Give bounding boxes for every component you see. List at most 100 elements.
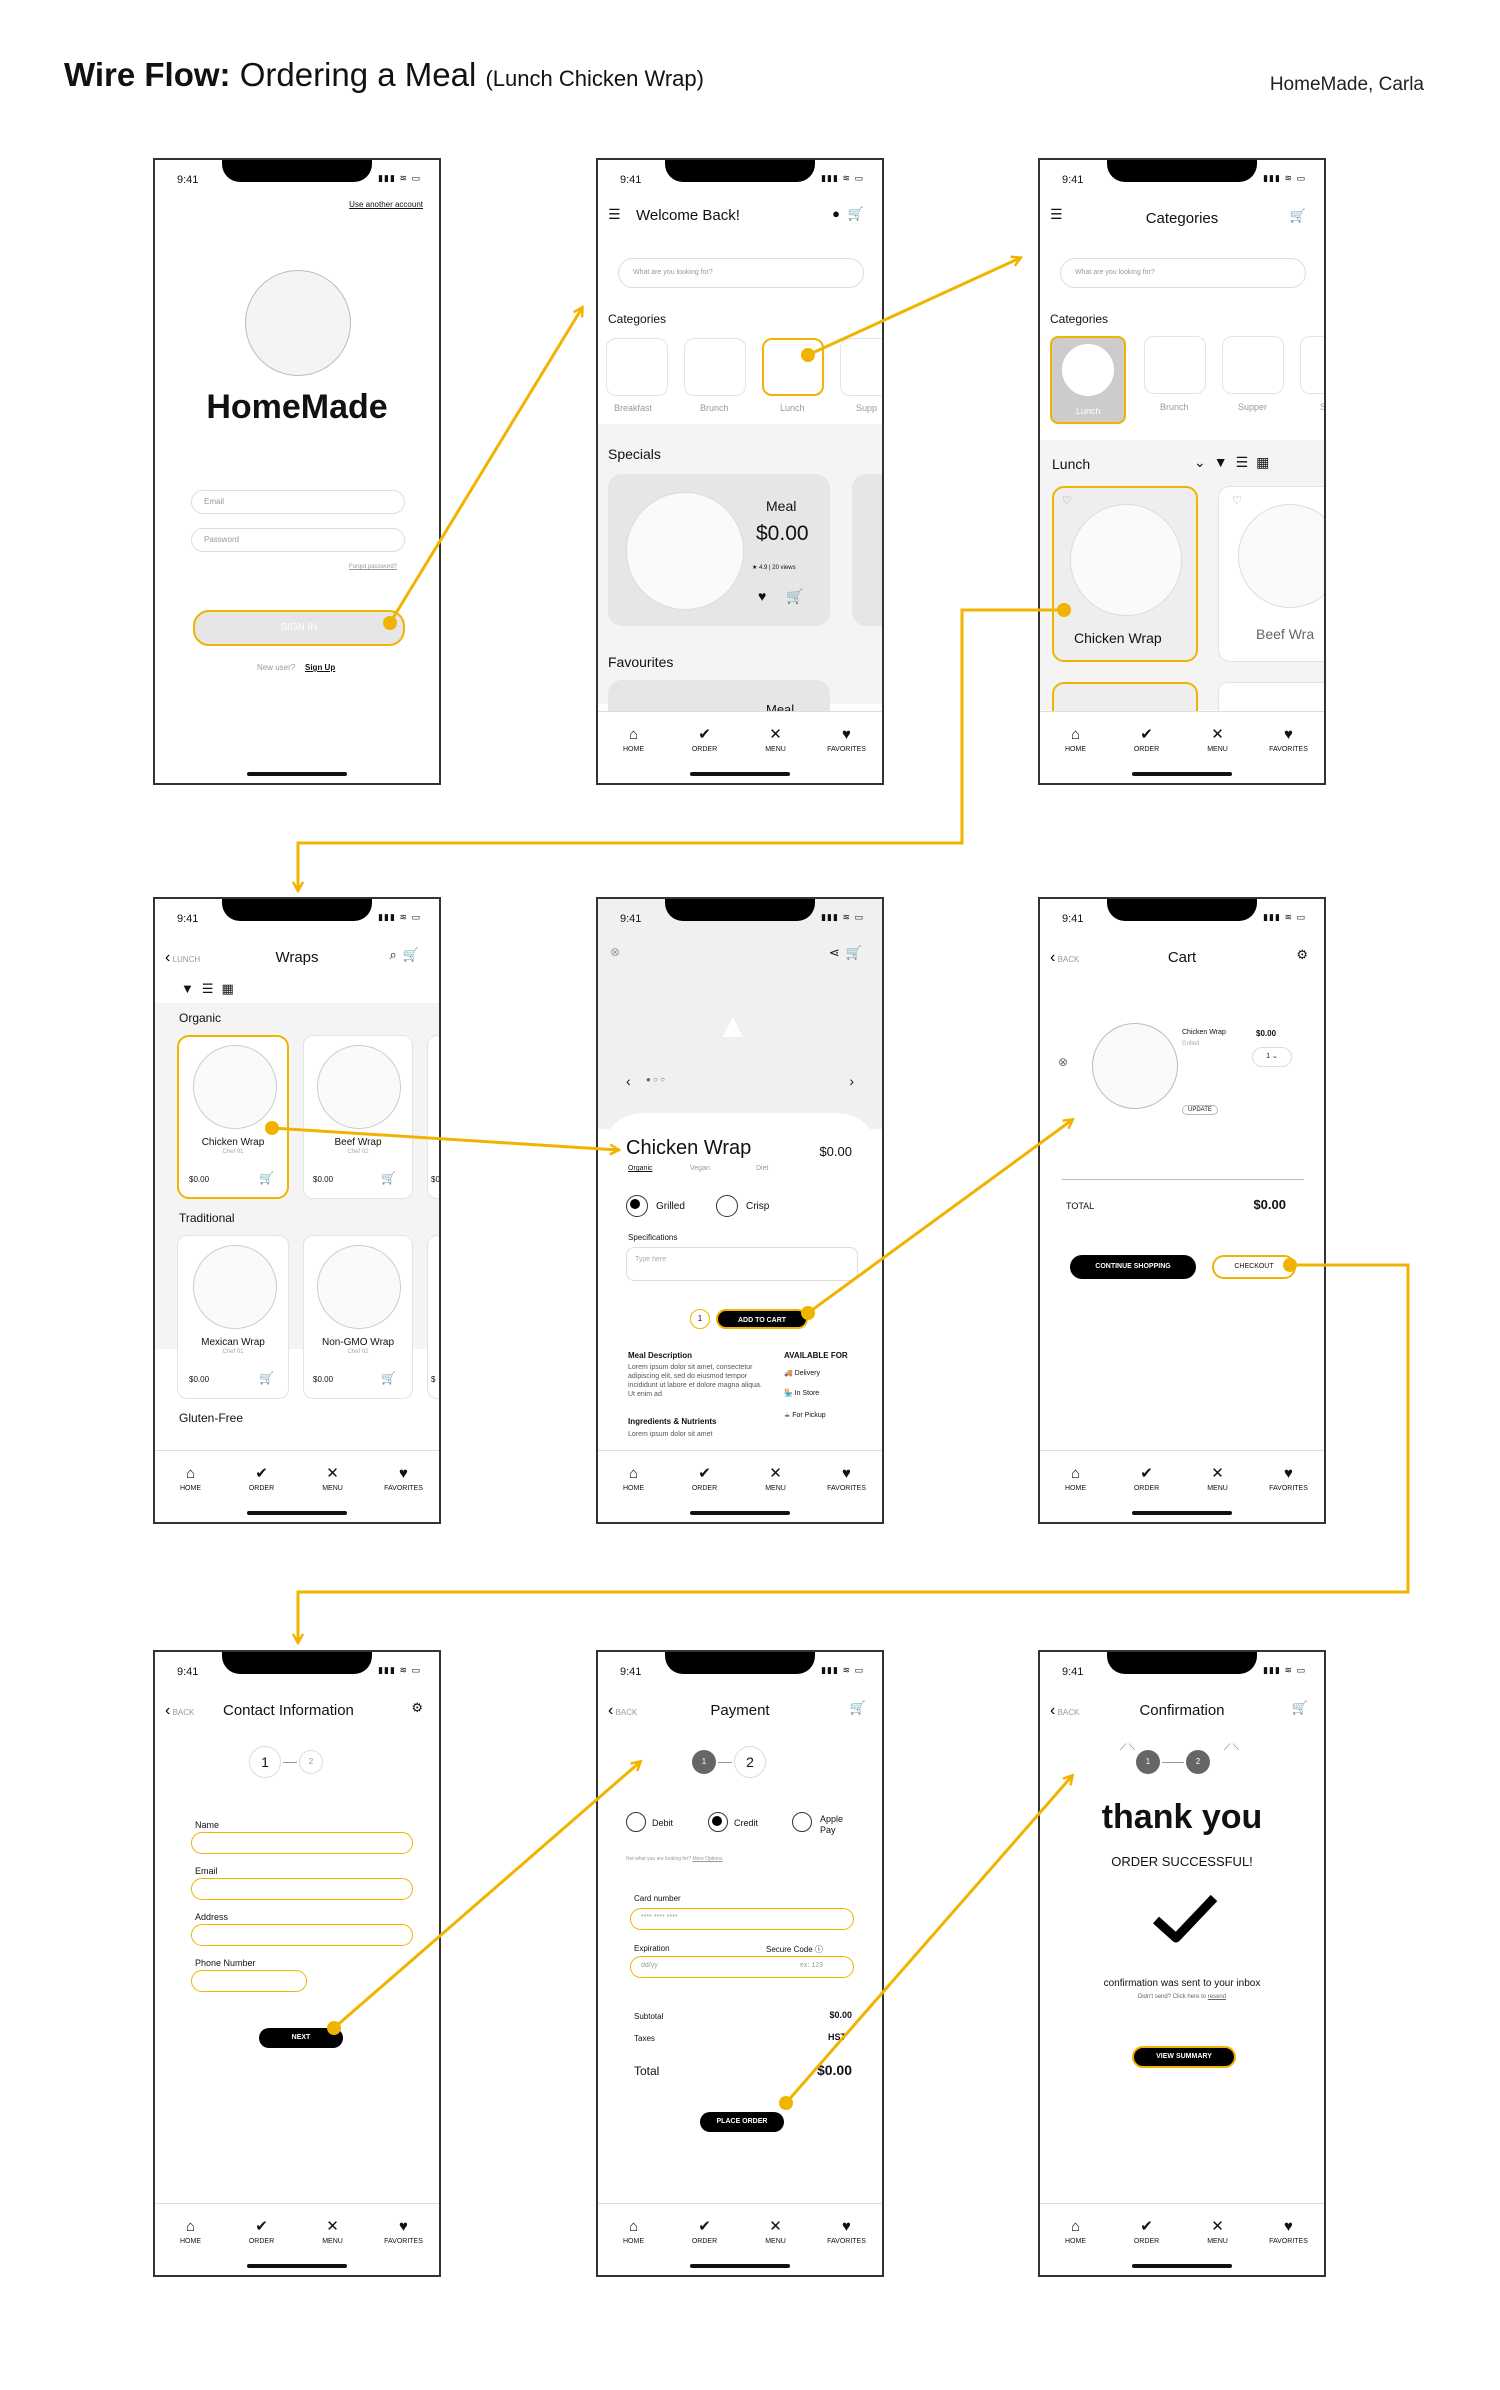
back-button[interactable]: ‹ BACK	[1050, 1702, 1080, 1719]
close-icon[interactable]: ⊗	[610, 945, 621, 959]
nav-home[interactable]: ⌂HOME	[1065, 726, 1086, 753]
view-summary-button[interactable]: VIEW SUMMARY	[1132, 2046, 1236, 2068]
nav-favorites[interactable]: ♥FAVORITES	[384, 1465, 423, 1492]
nav-favorites[interactable]: ♥FAVORITES	[827, 2218, 866, 2245]
nav-menu[interactable]: ✕MENU	[322, 2218, 343, 2245]
nav-favorites[interactable]: ♥FAVORITES	[384, 2218, 423, 2245]
next-image-button[interactable]: ›	[849, 1073, 854, 1089]
nav-favorites[interactable]: ♥FAVORITES	[827, 726, 866, 753]
back-button[interactable]: ‹ BACK	[1050, 949, 1080, 966]
share-cart-icons[interactable]: ⋖🛒	[828, 945, 868, 960]
settings-icon[interactable]: ⚙	[411, 1700, 423, 1715]
nav-menu[interactable]: ✕MENU	[765, 2218, 786, 2245]
tag-organic[interactable]: Organic	[628, 1165, 653, 1172]
add-cart-icon[interactable]: 🛒	[259, 1371, 274, 1385]
search-input[interactable]: What are you looking for?	[618, 258, 864, 288]
heart-icon[interactable]: ♡	[1232, 495, 1242, 507]
nav-order[interactable]: ✔ORDER	[1133, 2218, 1160, 2245]
profile-icon[interactable]: ●	[832, 206, 840, 221]
back-button[interactable]: ‹ BACK	[165, 1702, 195, 1719]
place-order-button[interactable]: PLACE ORDER	[700, 2112, 784, 2132]
grilled-radio[interactable]	[626, 1195, 648, 1217]
nav-home[interactable]: ⌂HOME	[1065, 1465, 1086, 1492]
address-field[interactable]	[191, 1924, 413, 1946]
nav-favorites[interactable]: ♥FAVORITES	[827, 1465, 866, 1492]
nav-home[interactable]: ⌂HOME	[623, 2218, 644, 2245]
remove-item-icon[interactable]: ⊗	[1058, 1055, 1069, 1069]
tag-vegan[interactable]: Vegan	[690, 1165, 710, 1172]
nav-home[interactable]: ⌂HOME	[623, 726, 644, 753]
use-another-account-link[interactable]: Use another account	[349, 200, 423, 209]
prev-image-button[interactable]: ‹	[626, 1073, 631, 1089]
category-brunch[interactable]	[684, 338, 746, 396]
quantity-stepper[interactable]: 1	[690, 1309, 710, 1329]
add-cart-icon[interactable]: 🛒	[259, 1171, 274, 1185]
bottom-nav: ⌂HOME ✔ORDER ✕MENU ♥FAVORITES	[155, 2203, 439, 2275]
category-brunch[interactable]	[1144, 336, 1206, 394]
credit-radio[interactable]	[708, 1812, 728, 1832]
update-button[interactable]: UPDATE	[1182, 1105, 1218, 1115]
menu-icon[interactable]: ☰	[1050, 206, 1063, 222]
add-cart-icon[interactable]: 🛒	[381, 1371, 396, 1385]
checkout-button[interactable]: CHECKOUT	[1212, 1255, 1296, 1279]
nav-order[interactable]: ✔ORDER	[1133, 726, 1160, 753]
search-cart-icons[interactable]: ⌕🛒	[389, 947, 425, 962]
nav-order[interactable]: ✔ORDER	[248, 1465, 275, 1492]
meal-name: Meal	[766, 498, 797, 514]
filter-icons[interactable]: ▼☰▦	[181, 981, 242, 996]
tag-diet[interactable]: Diet	[756, 1165, 769, 1172]
nav-home[interactable]: ⌂HOME	[1065, 2218, 1086, 2245]
name-field[interactable]	[191, 1832, 413, 1854]
specials-label: Specials	[608, 446, 661, 462]
nav-favorites[interactable]: ♥FAVORITES	[1269, 1465, 1308, 1492]
heart-icon[interactable]: ♡	[1062, 495, 1072, 507]
phone-field[interactable]	[191, 1970, 307, 1992]
cart-icon[interactable]: 🛒	[1291, 1700, 1308, 1715]
nav-menu[interactable]: ✕MENU	[1207, 726, 1228, 753]
filter-icons[interactable]: ⌄▼☰▦	[1194, 454, 1278, 470]
nav-favorites[interactable]: ♥FAVORITES	[1269, 726, 1308, 753]
forgot-password-link[interactable]: Forgot password?	[348, 564, 397, 570]
continue-shopping-button[interactable]: CONTINUE SHOPPING	[1070, 1255, 1196, 1279]
specifications-input[interactable]: Type here	[626, 1247, 858, 1281]
password-field[interactable]: Password	[191, 528, 405, 552]
email-field[interactable]: Email	[191, 490, 405, 514]
wraps-screen: 9:41▮▮▮ ≋ ▭ ‹ LUNCH Wraps ⌕🛒 ▼☰▦ Organic…	[153, 897, 441, 1524]
back-button[interactable]: ‹ LUNCH	[165, 949, 201, 966]
cart-icon[interactable]: 🛒	[1289, 208, 1306, 223]
nav-home[interactable]: ⌂HOME	[623, 1465, 644, 1492]
cart-icon[interactable]: 🛒	[849, 1700, 866, 1715]
apple-pay-radio[interactable]	[792, 1812, 812, 1832]
email-field[interactable]	[191, 1878, 413, 1900]
back-button[interactable]: ‹ BACK	[608, 1702, 638, 1719]
category-more[interactable]	[1300, 336, 1324, 394]
sign-in-button[interactable]: SIGN IN	[193, 610, 405, 646]
category-breakfast[interactable]	[606, 338, 668, 396]
menu-icon[interactable]: ☰	[608, 206, 621, 222]
category-lunch[interactable]	[762, 338, 824, 396]
cart-icon[interactable]: 🛒	[847, 206, 864, 221]
add-cart-icon[interactable]: 🛒	[786, 588, 804, 604]
search-input[interactable]: What are you looking for?	[1060, 258, 1306, 288]
settings-icon[interactable]: ⚙	[1296, 947, 1308, 962]
debit-radio[interactable]	[626, 1812, 646, 1832]
category-supper[interactable]	[840, 338, 882, 396]
sign-up-link[interactable]: Sign Up	[305, 663, 336, 672]
more-options-link[interactable]: More Options	[692, 1856, 723, 1862]
nav-order[interactable]: ✔ORDER	[691, 2218, 718, 2245]
quantity-select[interactable]: 1 ⌄	[1252, 1047, 1292, 1067]
favorite-icon[interactable]: ♥	[758, 588, 767, 604]
add-to-cart-button[interactable]: ADD TO CART	[716, 1309, 808, 1329]
next-button[interactable]: NEXT	[259, 2028, 343, 2048]
add-cart-icon[interactable]: 🛒	[381, 1171, 396, 1185]
nav-menu[interactable]: ✕MENU	[1207, 2218, 1228, 2245]
category-supper[interactable]	[1222, 336, 1284, 394]
nav-order[interactable]: ✔ORDER	[248, 2218, 275, 2245]
crisp-radio[interactable]	[716, 1195, 738, 1217]
card-number-field[interactable]: **** **** ****	[630, 1908, 854, 1930]
nav-favorites[interactable]: ♥FAVORITES	[1269, 2218, 1308, 2245]
nav-home[interactable]: ⌂HOME	[180, 1465, 201, 1492]
nav-home[interactable]: ⌂HOME	[180, 2218, 201, 2245]
resend-link[interactable]: resend	[1207, 1994, 1227, 2000]
